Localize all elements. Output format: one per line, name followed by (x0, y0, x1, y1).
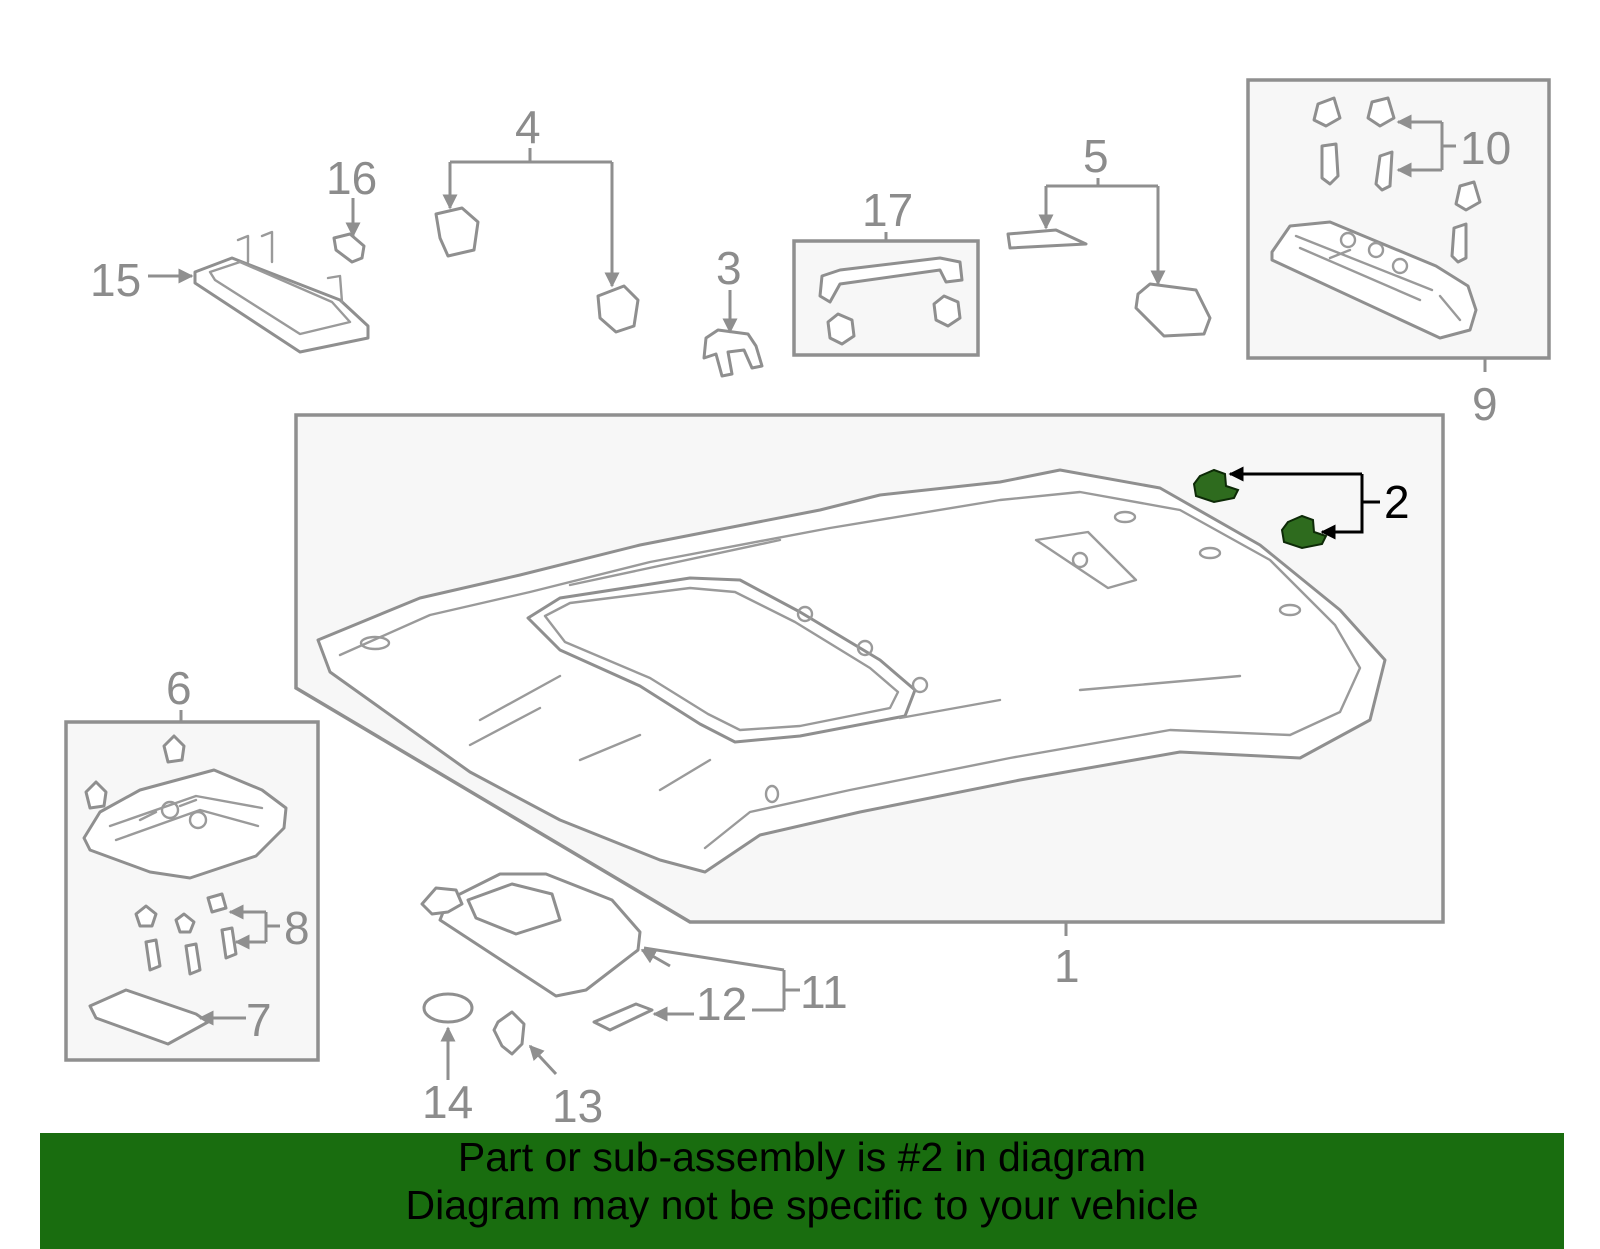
headliner-mount-hole (856, 639, 874, 657)
clip-2a[interactable] (1192, 468, 1240, 504)
clip-3 (702, 328, 764, 378)
callout-8: 8 (284, 902, 310, 954)
leader-10 (1400, 120, 1456, 172)
bulb-8e (184, 942, 202, 976)
callout-1: 1 (1054, 940, 1080, 992)
bulb-16 (332, 232, 366, 264)
sun-visor-mirror (466, 882, 562, 936)
headliner-mount-hole (796, 605, 814, 623)
vanity-light-12 (592, 1002, 654, 1032)
leader-11-arrow (640, 948, 671, 968)
callout-14: 14 (422, 1076, 473, 1128)
bulb-8d (144, 938, 162, 972)
part-16-bulb[interactable]: 16 (326, 152, 377, 264)
visor-holder-14 (422, 992, 474, 1024)
callout-10: 10 (1460, 122, 1511, 174)
visor-clip-13 (492, 1010, 526, 1056)
assist-grip (818, 256, 964, 304)
callout-7: 7 (246, 994, 272, 1046)
cover-5b (1134, 282, 1212, 338)
headliner-mount-hole (359, 635, 391, 651)
bulb-10a (1320, 142, 1340, 186)
part-9-group[interactable]: 10 9 (1246, 78, 1551, 430)
map-lamp-6 (82, 768, 288, 880)
headliner-rail (568, 538, 1242, 720)
headliner-inner-edge (338, 490, 1362, 850)
lamp-15-tabs (236, 230, 344, 304)
leader-11 (643, 946, 800, 1012)
callout-13: 13 (552, 1080, 603, 1132)
console-9-detail (1294, 234, 1462, 322)
part-3-clip[interactable]: 3 (702, 242, 764, 378)
part-14-holder[interactable]: 14 (422, 992, 474, 1128)
callout-5: 5 (1083, 130, 1109, 182)
map-lamp-6-detail (108, 794, 264, 842)
bulb-8c (206, 892, 228, 914)
cap-4a (434, 206, 480, 258)
bulb-8a (134, 904, 158, 928)
callout-2: 2 (1384, 476, 1410, 528)
socket-10c (1454, 180, 1482, 212)
console-9-button (1339, 231, 1357, 249)
part-17-group[interactable]: 17 (792, 184, 980, 357)
leader-4 (448, 148, 614, 284)
headliner-pad (1034, 530, 1138, 590)
callout-11: 11 (800, 966, 848, 1018)
part-11-group[interactable]: 11 12 (420, 872, 848, 1032)
part-2-clips[interactable]: 2 (1192, 466, 1410, 550)
map-lamp-6-button (188, 810, 208, 830)
bulb-8f (220, 926, 238, 960)
leader-8 (232, 910, 280, 944)
callout-4: 4 (515, 101, 541, 153)
headliner-mount-hole (911, 676, 929, 694)
headliner-mount-hole (1113, 510, 1137, 524)
headliner-hole (1071, 551, 1089, 569)
sunroof-inner-edge (543, 586, 900, 732)
callout-17: 17 (862, 184, 913, 236)
part-6-group[interactable]: 6 8 7 (64, 662, 320, 1062)
part-4-caps[interactable]: 4 (434, 101, 640, 334)
grip-clip-a (826, 312, 856, 346)
sun-visor-hinge (420, 886, 464, 916)
socket-10a (1312, 96, 1342, 128)
map-lamp-6-button (160, 800, 180, 820)
callout-9: 9 (1472, 378, 1498, 430)
cover-5a (1006, 228, 1088, 250)
part-1-callout: 1 (1054, 922, 1080, 992)
callout-3: 3 (716, 242, 742, 294)
callout-6: 6 (166, 662, 192, 714)
headliner-mount-hole (764, 784, 780, 804)
part-5-covers[interactable]: 5 (1006, 130, 1212, 338)
headliner-rail (468, 674, 712, 792)
part-13-clip[interactable]: 13 (492, 1010, 603, 1132)
cap-4b (596, 284, 640, 334)
leader-5 (1044, 178, 1160, 282)
info-banner: Part or sub-assembly is #2 in diagram Di… (40, 1133, 1564, 1249)
banner-line-1: Part or sub-assembly is #2 in diagram (457, 1134, 1147, 1180)
bulb-10c (1450, 222, 1468, 264)
grip-clip-b (932, 294, 962, 328)
socket-10b (1366, 96, 1396, 128)
clip-2b[interactable] (1280, 514, 1328, 550)
clip-6a (162, 734, 186, 764)
headliner-mount-hole (1278, 603, 1302, 617)
callout-12: 12 (696, 978, 747, 1030)
headliner-mount-hole (1198, 546, 1222, 560)
console-9-button (1391, 257, 1409, 275)
clip-6b (84, 780, 108, 810)
callout-15: 15 (90, 254, 141, 306)
bulb-10b (1374, 150, 1394, 192)
lamp-15-lens (208, 260, 352, 336)
lamp-15-housing (193, 256, 370, 354)
bulb-8b (174, 912, 196, 934)
banner-line-2: Diagram may not be specific to your vehi… (405, 1182, 1199, 1228)
leader-13 (528, 1044, 558, 1076)
headliner-group (294, 413, 1445, 924)
sunroof-opening (526, 576, 917, 744)
callout-16: 16 (326, 152, 377, 204)
console-9-button (1367, 241, 1385, 259)
part-15-lamp[interactable]: 15 (90, 230, 370, 354)
